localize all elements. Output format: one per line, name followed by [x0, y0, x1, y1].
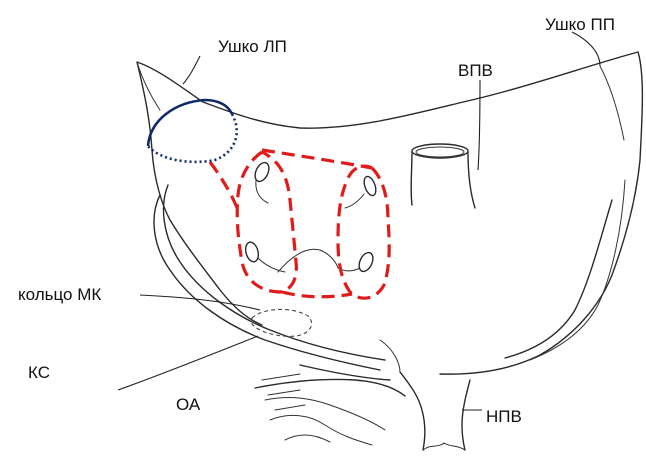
ablation-laa-link [210, 162, 238, 210]
ablation-right-encircle [338, 166, 389, 298]
oa-vessels [255, 365, 405, 445]
pv-left-superior [252, 160, 271, 203]
mitral-annulus-dashed [252, 309, 312, 336]
svc-vessel [411, 144, 475, 208]
label-mitral-ring: кольцо МК [18, 285, 101, 304]
label-raa: Ушко ПП [545, 15, 615, 34]
laa-occlusion-dotted [148, 114, 237, 162]
pulmonary-veins [244, 160, 379, 273]
raa-edge [600, 66, 624, 140]
pv-right-superior [345, 175, 378, 208]
right-atrium-contour [505, 180, 625, 360]
coronary-sinus [154, 185, 385, 370]
ablation-lines [210, 150, 389, 298]
ivc-vessel [380, 340, 470, 450]
ablation-floor-line [282, 292, 352, 297]
label-laa: Ушко ЛП [218, 37, 287, 56]
label-cs: КС [28, 363, 50, 382]
pv-left-inferior [244, 241, 285, 272]
label-svc: ВПВ [458, 61, 493, 80]
laa-tip [137, 62, 160, 110]
label-oa: ОА [176, 395, 201, 414]
ablation-left-encircle [237, 152, 296, 292]
leader-lines [118, 32, 600, 410]
laa-occlusion-solid [148, 100, 232, 146]
label-ivc: НПВ [486, 407, 522, 426]
pv-right-inferior [338, 250, 376, 273]
